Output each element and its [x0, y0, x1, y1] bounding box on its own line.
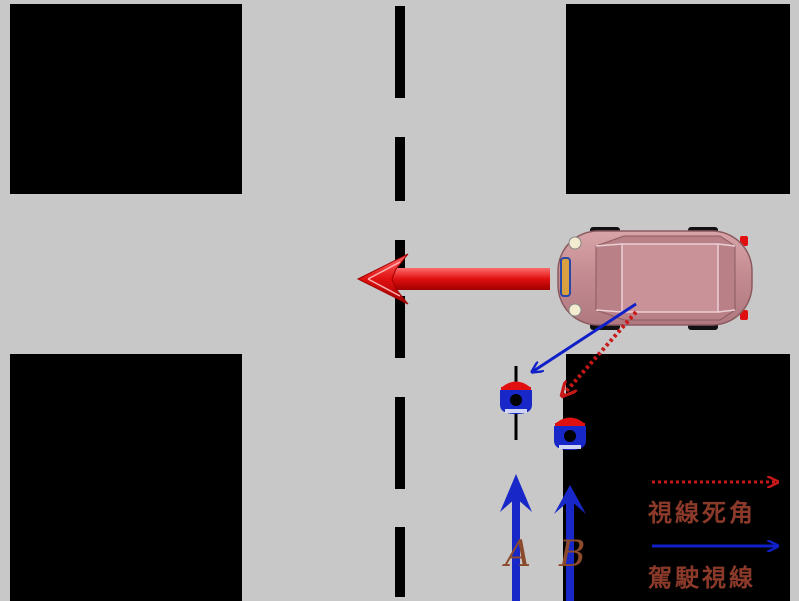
- block-top-right: [566, 4, 790, 194]
- blind-spot-line: [562, 310, 638, 396]
- cyclist-icon: [500, 366, 532, 440]
- driver-view-line: [532, 302, 637, 372]
- block-bottom-left: [10, 354, 242, 601]
- legend: 視線死角 駕駛視線: [647, 482, 778, 592]
- cyclist-icon: [554, 400, 586, 477]
- block-top-left: [10, 4, 242, 194]
- up-arrow-icon: [500, 474, 532, 601]
- car-icon: [557, 227, 753, 330]
- left-turn-arrow-icon: [356, 253, 550, 305]
- up-arrow-icon: [554, 485, 586, 601]
- block-bottom-right: [566, 354, 790, 601]
- legend-driver-view-label: 駕駛視線: [648, 564, 756, 592]
- cyclist-label-a: A: [502, 534, 531, 575]
- legend-blind-spot-label: 視線死角: [647, 499, 756, 527]
- cyclist-label-b: B: [558, 534, 585, 575]
